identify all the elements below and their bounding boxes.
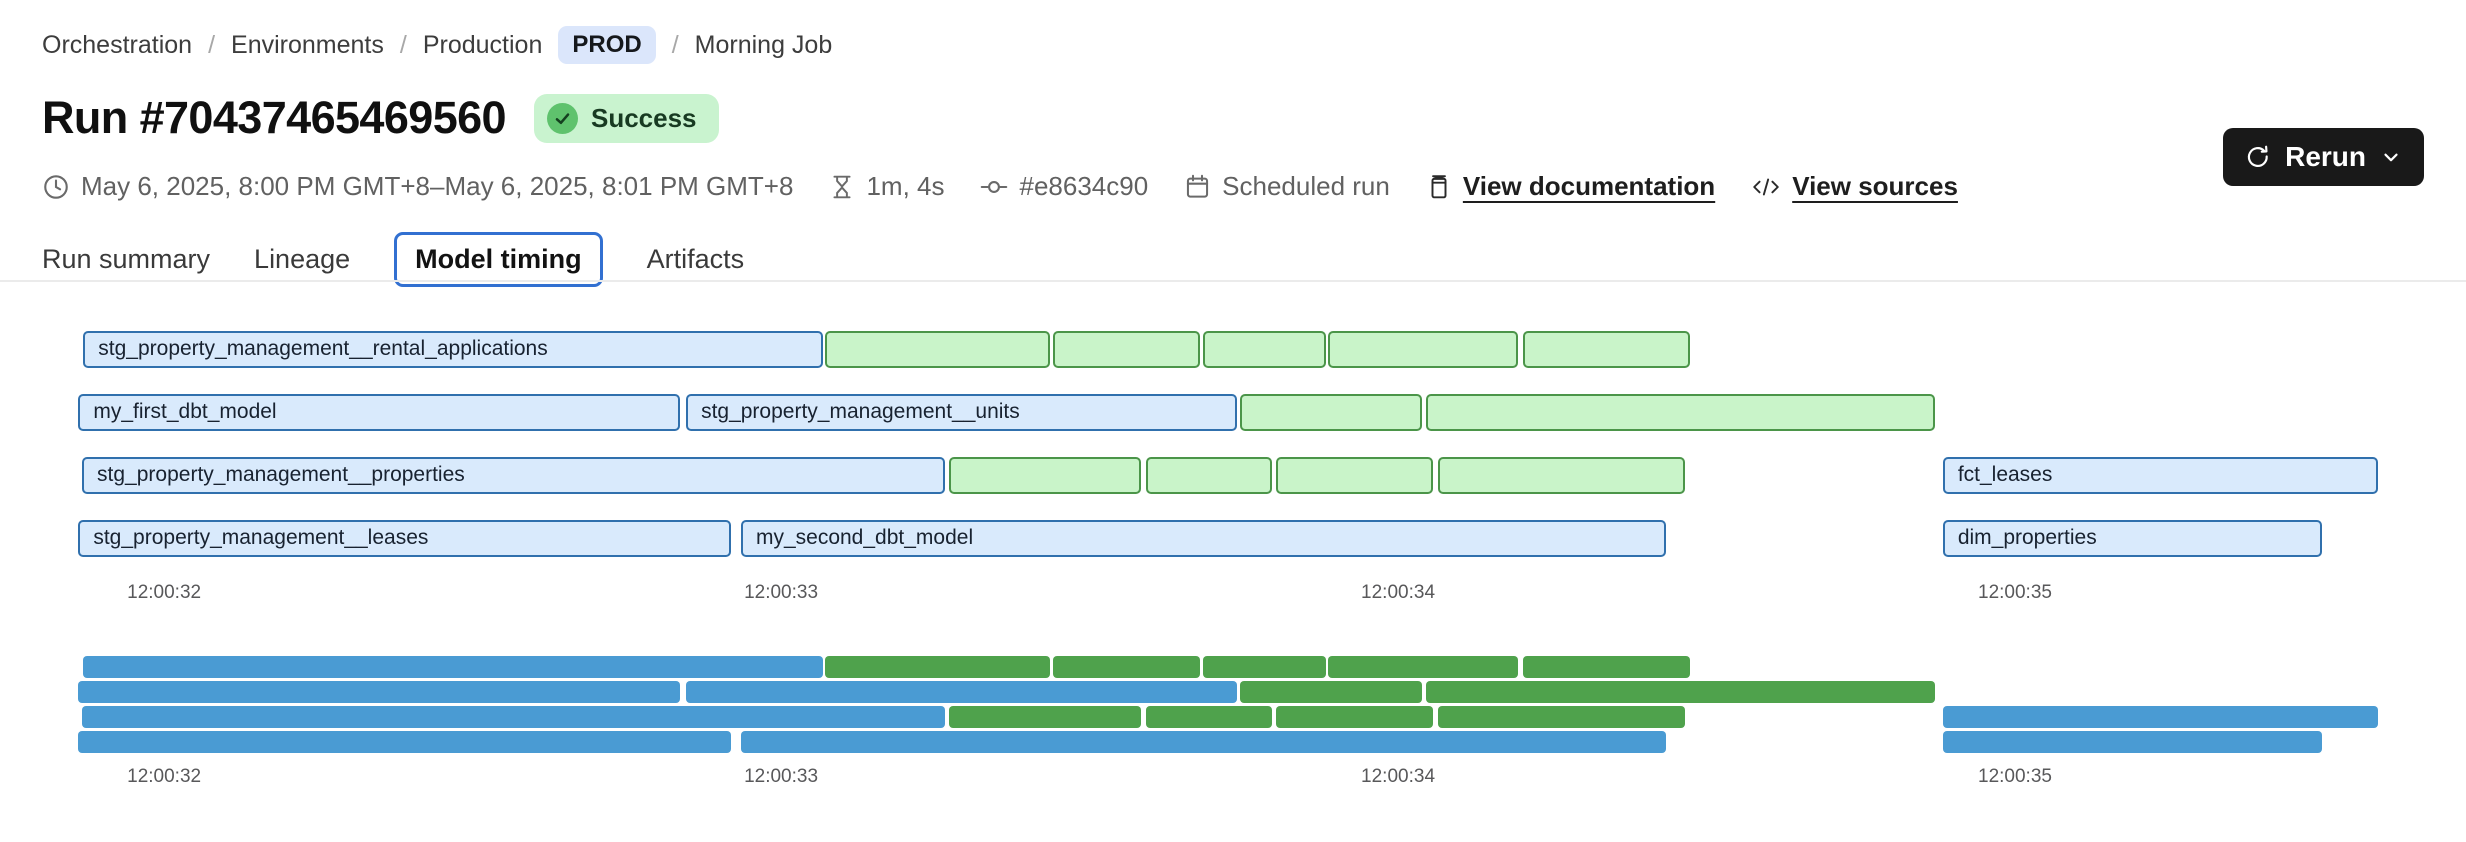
breadcrumb: Orchestration / Environments / Productio…: [42, 26, 2424, 64]
gantt-bar[interactable]: [1240, 394, 1423, 431]
minimap-bar[interactable]: [1523, 656, 1690, 678]
hourglass-icon: [833, 175, 852, 198]
run-trigger-label: Scheduled run: [1222, 171, 1390, 201]
status-badge-label: Success: [590, 102, 697, 133]
minimap-bar[interactable]: [1425, 681, 1935, 703]
minimap-bar[interactable]: [78, 681, 680, 703]
breadcrumb-separator: /: [399, 30, 407, 59]
tab-artifacts[interactable]: Artifacts: [646, 244, 745, 274]
document-icon: [1431, 174, 1447, 198]
minimap-bar[interactable]: [82, 706, 946, 728]
breadcrumb-separator: /: [208, 30, 216, 59]
run-time-range-label: May 6, 2025, 8:00 PM GMT+8–May 6, 2025, …: [81, 171, 794, 201]
gantt-bar-dim_properties[interactable]: dim_properties: [1942, 520, 2323, 557]
tab-run-summary[interactable]: Run summary: [42, 244, 211, 274]
axis-tick-label: 12:00:35: [1978, 582, 2052, 603]
calendar-icon: [1187, 174, 1209, 198]
gantt-bar-stg_property_management__properties[interactable]: stg_property_management__properties: [82, 457, 946, 494]
gantt-bar-my_second_dbt_model[interactable]: my_second_dbt_model: [740, 520, 1666, 557]
tab-bar: Run summary Lineage Model timing Artifac…: [42, 232, 2424, 287]
axis-tick-label: 12:00:33: [744, 582, 819, 603]
git-commit-icon: [981, 180, 1008, 193]
rerun-button-label: Rerun: [2285, 141, 2366, 172]
minimap-bar[interactable]: [83, 656, 824, 678]
gantt-bar-my_first_dbt_model[interactable]: my_first_dbt_model: [78, 394, 680, 431]
axis-tick-label: 12:00:34: [1361, 582, 1436, 603]
minimap-bar[interactable]: [824, 656, 1051, 678]
title-row: Run #70437465469560 Success: [42, 92, 2424, 144]
tab-model-timing[interactable]: Model timing: [394, 232, 603, 287]
axis-tick-label: 12:00:35: [1978, 766, 2052, 787]
gantt-bar-fct_leases[interactable]: fct_leases: [1942, 457, 2378, 494]
gantt-bar[interactable]: [1203, 331, 1326, 368]
minimap-bar[interactable]: [1438, 706, 1685, 728]
minimap-bar[interactable]: [1053, 656, 1200, 678]
clock-icon: [44, 174, 68, 199]
breadcrumb-separator: /: [671, 30, 679, 59]
axis-tick-label: 12:00:32: [127, 582, 202, 603]
breadcrumb-environments[interactable]: Environments: [231, 30, 384, 59]
gantt-chart: stg_property_management__rental_applicat…: [0, 331, 2466, 561]
gantt-bar[interactable]: [948, 457, 1141, 494]
environment-badge-prod: PROD: [558, 26, 656, 64]
minimap-bar[interactable]: [1328, 656, 1519, 678]
minimap-axis: 12:00:32 12:00:33 12:00:34 12:00:35: [0, 766, 2466, 792]
status-badge: Success: [533, 93, 719, 143]
commit-hash-label: #e8634c90: [1019, 171, 1149, 201]
meta-row: May 6, 2025, 8:00 PM GMT+8–May 6, 2025, …: [42, 171, 2424, 202]
gantt-bar-stg_property_management__leases[interactable]: stg_property_management__leases: [78, 520, 732, 557]
minimap-bar[interactable]: [1203, 656, 1326, 678]
gantt-bar[interactable]: [1438, 457, 1685, 494]
page-title: Run #70437465469560: [42, 92, 507, 143]
tab-lineage[interactable]: Lineage: [254, 244, 351, 274]
gantt-bar[interactable]: [1328, 331, 1519, 368]
breadcrumb-production[interactable]: Production: [422, 30, 543, 59]
minimap-bar[interactable]: [1146, 706, 1273, 728]
minimap-bar[interactable]: [686, 681, 1237, 703]
code-icon: [1753, 178, 1779, 195]
gantt-bar-stg_property_management__rental_applications[interactable]: stg_property_management__rental_applicat…: [83, 331, 824, 368]
view-documentation-link[interactable]: View documentation: [1462, 171, 1716, 201]
view-sources[interactable]: View sources: [1751, 171, 1958, 202]
gantt-bar[interactable]: [1425, 394, 1935, 431]
gantt-bar[interactable]: [824, 331, 1051, 368]
minimap-bar[interactable]: [78, 731, 732, 753]
breadcrumb-orchestration[interactable]: Orchestration: [42, 30, 193, 59]
chevron-down-icon: [2384, 153, 2398, 162]
axis-tick-label: 12:00:33: [744, 766, 819, 787]
view-sources-link[interactable]: View sources: [1792, 171, 1958, 201]
gantt-bar[interactable]: [1275, 457, 1434, 494]
gantt-axis: 12:00:32 12:00:33 12:00:34 12:00:35: [0, 582, 2466, 608]
axis-tick-label: 12:00:32: [127, 766, 202, 787]
gantt-bar-stg_property_management__units[interactable]: stg_property_management__units: [686, 394, 1237, 431]
minimap: [0, 656, 2466, 756]
tab-bar-divider: [0, 280, 2466, 282]
gantt-bar[interactable]: [1523, 331, 1690, 368]
minimap-bar[interactable]: [740, 731, 1666, 753]
success-check-icon: [546, 102, 578, 134]
minimap-bar[interactable]: [1275, 706, 1434, 728]
commit-hash: #e8634c90: [980, 171, 1148, 202]
refresh-icon: [2248, 145, 2268, 167]
axis-tick-label: 12:00:34: [1361, 766, 1436, 787]
rerun-button[interactable]: Rerun: [2223, 128, 2424, 186]
run-time-range: May 6, 2025, 8:00 PM GMT+8–May 6, 2025, …: [42, 171, 793, 202]
gantt-bar[interactable]: [1146, 457, 1273, 494]
minimap-bar[interactable]: [1240, 681, 1423, 703]
run-duration-label: 1m, 4s: [866, 171, 945, 201]
minimap-bar[interactable]: [1942, 706, 2378, 728]
run-trigger: Scheduled run: [1184, 171, 1390, 202]
minimap-bar[interactable]: [948, 706, 1141, 728]
run-duration: 1m, 4s: [829, 171, 944, 202]
view-documentation[interactable]: View documentation: [1426, 171, 1715, 202]
gantt-bar[interactable]: [1053, 331, 1200, 368]
minimap-bar[interactable]: [1942, 731, 2323, 753]
breadcrumb-morning-job[interactable]: Morning Job: [694, 30, 833, 59]
